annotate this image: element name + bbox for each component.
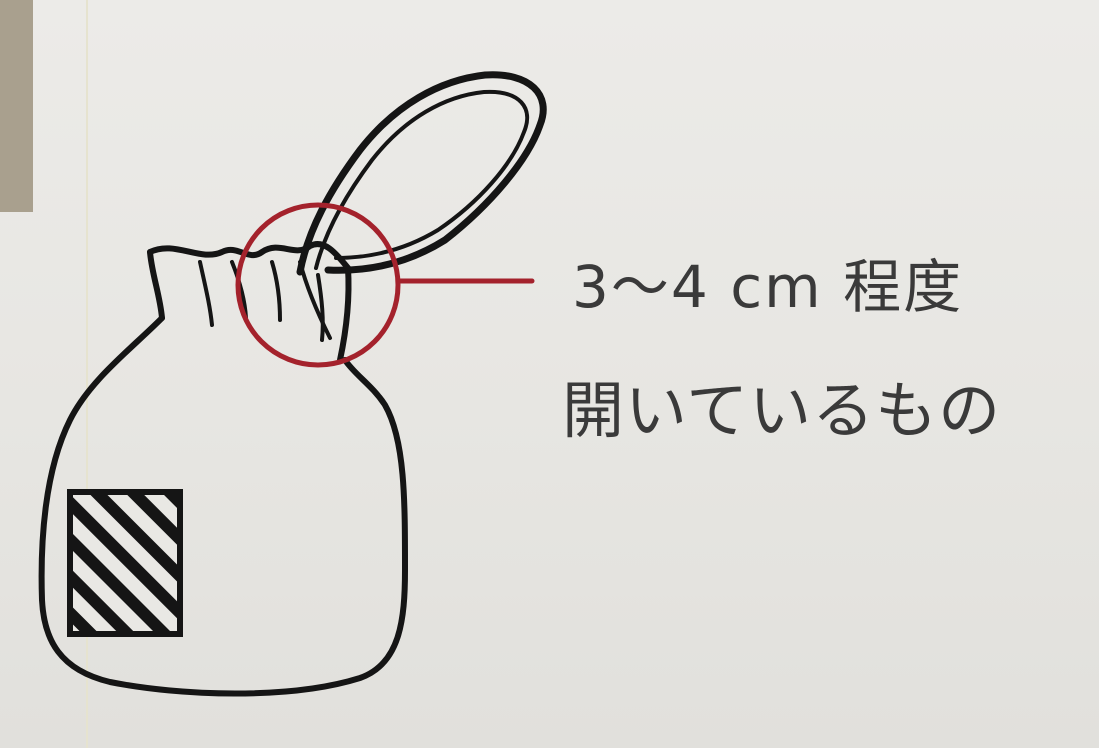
hatched-patch-icon (67, 489, 183, 637)
margin-line (86, 0, 88, 748)
loop-handle-icon (296, 71, 547, 276)
corner-tab (0, 0, 33, 212)
opening-state-label: 開いているもの (562, 374, 1002, 447)
highlight-marker (235, 202, 535, 368)
opening-size-label: 3～4 cm 程度 (572, 253, 964, 321)
